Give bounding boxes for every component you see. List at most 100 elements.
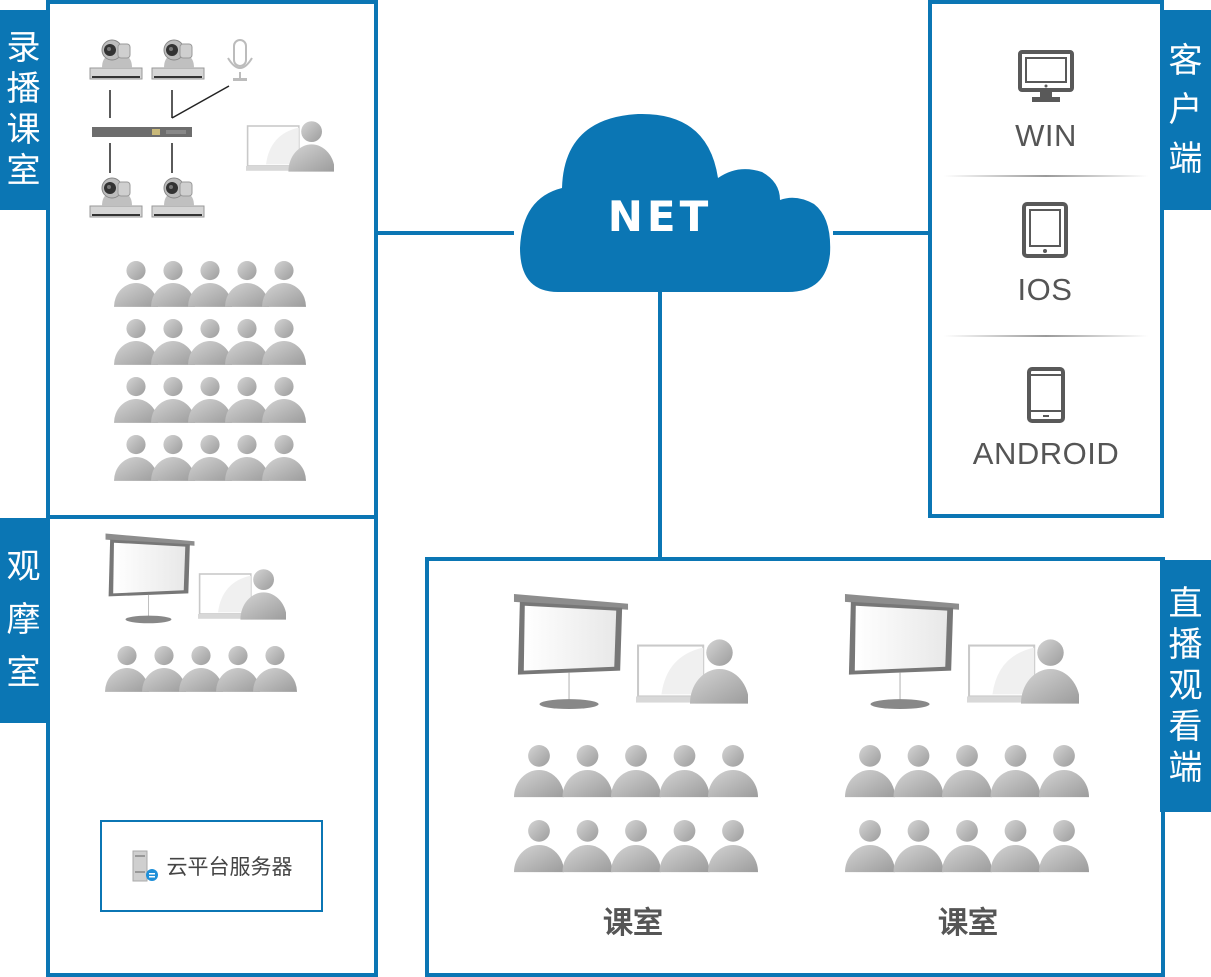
title-char: 室: [6, 653, 41, 693]
classroom-label: 课室: [603, 906, 663, 941]
title-char: 观: [1168, 665, 1203, 706]
person-icon: [1039, 820, 1089, 873]
connector-line: [378, 231, 514, 235]
person-icon: [611, 820, 661, 873]
audience-grid: [845, 737, 1089, 882]
person-icon: [114, 435, 158, 481]
person-icon: [262, 377, 306, 423]
title-char: 摩: [6, 600, 41, 640]
client-label: WIN: [1015, 118, 1077, 153]
monitor-icon: [1018, 50, 1074, 102]
audience-grid: [114, 258, 306, 486]
person-icon: [151, 319, 195, 365]
ptz-camera-icon: [151, 39, 205, 80]
cloud-server-box: 云平台服务器: [100, 820, 323, 912]
clients-title: 客 户 端: [1160, 10, 1211, 210]
person-icon: [562, 745, 613, 798]
server-label: 云平台服务器: [166, 855, 293, 879]
projector-screen-icon: [843, 586, 961, 716]
person-icon: [562, 820, 613, 873]
person-icon: [708, 745, 758, 798]
recording-room-panel: [46, 0, 378, 519]
person-icon: [262, 435, 306, 481]
person-icon: [225, 261, 269, 307]
person-icon: [942, 820, 992, 873]
person-icon: [262, 261, 306, 307]
person-icon: [225, 319, 269, 365]
teacher-laptop-icon: [967, 635, 1079, 707]
person-icon: [990, 745, 1041, 798]
camera-network: [89, 39, 253, 218]
person-icon: [893, 820, 944, 873]
client-label: IOS: [1017, 272, 1073, 307]
person-icon: [216, 646, 260, 692]
recording-room-title: 录 播 课 室: [0, 10, 47, 210]
person-icon: [151, 435, 195, 481]
title-char: 观: [6, 547, 41, 587]
ptz-camera-icon: [151, 177, 205, 218]
person-icon: [659, 820, 710, 873]
person-icon: [611, 745, 661, 798]
title-char: 端: [1168, 138, 1203, 179]
person-icon: [114, 377, 158, 423]
phone-icon: [1027, 367, 1065, 423]
separator: [944, 175, 1148, 177]
audience-grid: [514, 737, 758, 882]
person-icon: [845, 745, 895, 798]
person-icon: [942, 745, 992, 798]
teacher-laptop-icon: [198, 566, 286, 622]
server-icon: [132, 850, 158, 882]
person-icon: [105, 646, 149, 692]
ptz-camera-icon: [89, 177, 143, 218]
title-char: 看: [1168, 706, 1203, 747]
person-icon: [151, 261, 195, 307]
title-char: 播: [6, 69, 41, 109]
connector-line: [658, 288, 662, 560]
person-icon: [708, 820, 758, 873]
title-char: 客: [1168, 40, 1203, 81]
person-icon: [253, 646, 297, 692]
title-char: 播: [1168, 624, 1203, 665]
person-icon: [225, 435, 269, 481]
connector-line: [833, 231, 930, 235]
title-char: 直: [1168, 583, 1203, 624]
person-icon: [151, 377, 195, 423]
person-icon: [225, 377, 269, 423]
person-icon: [114, 261, 158, 307]
person-icon: [142, 646, 186, 692]
tablet-icon: [1022, 202, 1068, 258]
classroom-label: 课室: [938, 906, 998, 941]
recording-host-icon: [92, 127, 192, 137]
audience-grid: [105, 642, 297, 698]
cloud-icon: [520, 113, 831, 292]
title-char: 端: [1168, 747, 1203, 788]
cloud-label: NET: [607, 192, 713, 241]
ptz-camera-icon: [89, 39, 143, 80]
separator: [944, 335, 1148, 337]
person-icon: [514, 745, 564, 798]
teacher-laptop-icon: [636, 635, 748, 707]
person-icon: [188, 261, 232, 307]
person-icon: [1039, 745, 1089, 798]
microphone-icon: [227, 39, 253, 81]
teacher-laptop-icon: [246, 118, 334, 174]
live-viewing-title: 直 播 观 看 端: [1160, 560, 1211, 812]
person-icon: [990, 820, 1041, 873]
projector-screen-icon: [512, 586, 630, 716]
person-icon: [893, 745, 944, 798]
observation-room-title: 观 摩 室: [0, 518, 47, 723]
person-icon: [845, 820, 895, 873]
person-icon: [179, 646, 223, 692]
person-icon: [514, 820, 564, 873]
title-char: 课: [6, 110, 41, 150]
title-char: 户: [1168, 89, 1203, 130]
client-label: ANDROID: [972, 436, 1120, 471]
projector-screen-icon: [104, 528, 196, 628]
person-icon: [114, 319, 158, 365]
person-icon: [188, 435, 232, 481]
person-icon: [188, 319, 232, 365]
person-icon: [262, 319, 306, 365]
title-char: 室: [6, 151, 41, 191]
title-char: 录: [6, 28, 41, 68]
person-icon: [188, 377, 232, 423]
